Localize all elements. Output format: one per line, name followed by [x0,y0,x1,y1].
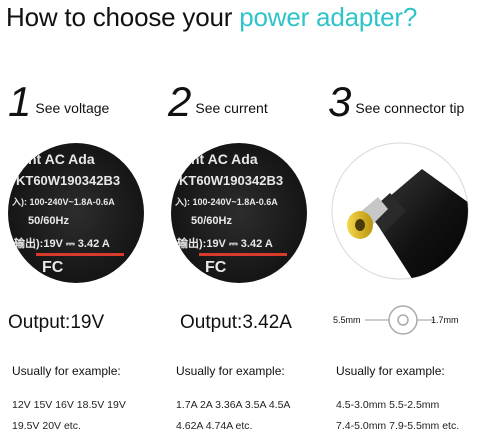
connector-dimension-diagram: 5.5mm 1.7mm [333,296,475,346]
fcc-logo: FC [42,259,64,276]
example-line: 19.5V 20V etc. [12,420,81,432]
fcc-logo: FC [205,259,227,276]
label-line: KT60W190342B3 [16,173,121,188]
label-line: 入): 100-240V~1.8A-0.6A [175,197,278,207]
step-label: See current [195,100,268,116]
step-number: 2 [168,78,192,125]
title-prefix: How to choose your [6,2,240,32]
output-label: Output: [8,312,71,333]
output-value: 19V [70,312,105,333]
label-line: 50/60Hz [191,215,232,227]
example-heading: Usually for example: [176,364,285,378]
highlight-underline [199,253,287,256]
output-voltage: Output:19V [8,312,104,334]
adapter-label-photo-voltage: nt AC Ada KT60W190342B3 入): 100-240V~1.8… [8,143,144,283]
connector-cross-section [365,305,435,335]
step-number: 1 [8,78,32,125]
label-line: nt AC Ada [28,151,95,167]
label-line: nt AC Ada [191,151,258,167]
step-number: 3 [328,78,352,125]
example-heading: Usually for example: [336,364,445,378]
example-line: 12V 15V 16V 18.5V 19V [12,399,126,411]
connector-tip-photo [331,142,469,280]
outer-diameter-label: 5.5mm [333,315,361,325]
page-title: How to choose your power adapter? [6,0,417,34]
step-label: See voltage [35,100,110,116]
highlight-underline [36,253,124,256]
label-line: 输出):19V ⎓ 3.42 A [177,238,273,250]
example-line: 7.4-5.0mm 7.9-5.5mm etc. [336,420,460,432]
example-line: 4.62A 4.74A etc. [176,420,253,432]
step-label: See connector tip [355,100,465,116]
title-highlight: power adapter? [239,2,418,32]
label-line: KT60W190342B3 [179,173,284,188]
output-label: Output: [180,312,243,333]
adapter-label-photo-current: nt AC Ada KT60W190342B3 入): 100-240V~1.8… [171,143,307,283]
label-line: 入): 100-240V~1.8A-0.6A [12,197,115,207]
example-line: 1.7A 2A 3.36A 3.5A 4.5A [176,399,291,411]
inner-diameter-label: 1.7mm [431,315,459,325]
label-line: 输出):19V ⎓ 3.42 A [14,238,110,250]
label-line: 50/60Hz [28,215,69,227]
output-current: Output:3.42A [180,312,292,334]
example-line: 4.5-3.0mm 5.5-2.5mm [336,399,440,411]
output-value: 3.42A [242,312,292,333]
example-heading: Usually for example: [12,364,121,378]
